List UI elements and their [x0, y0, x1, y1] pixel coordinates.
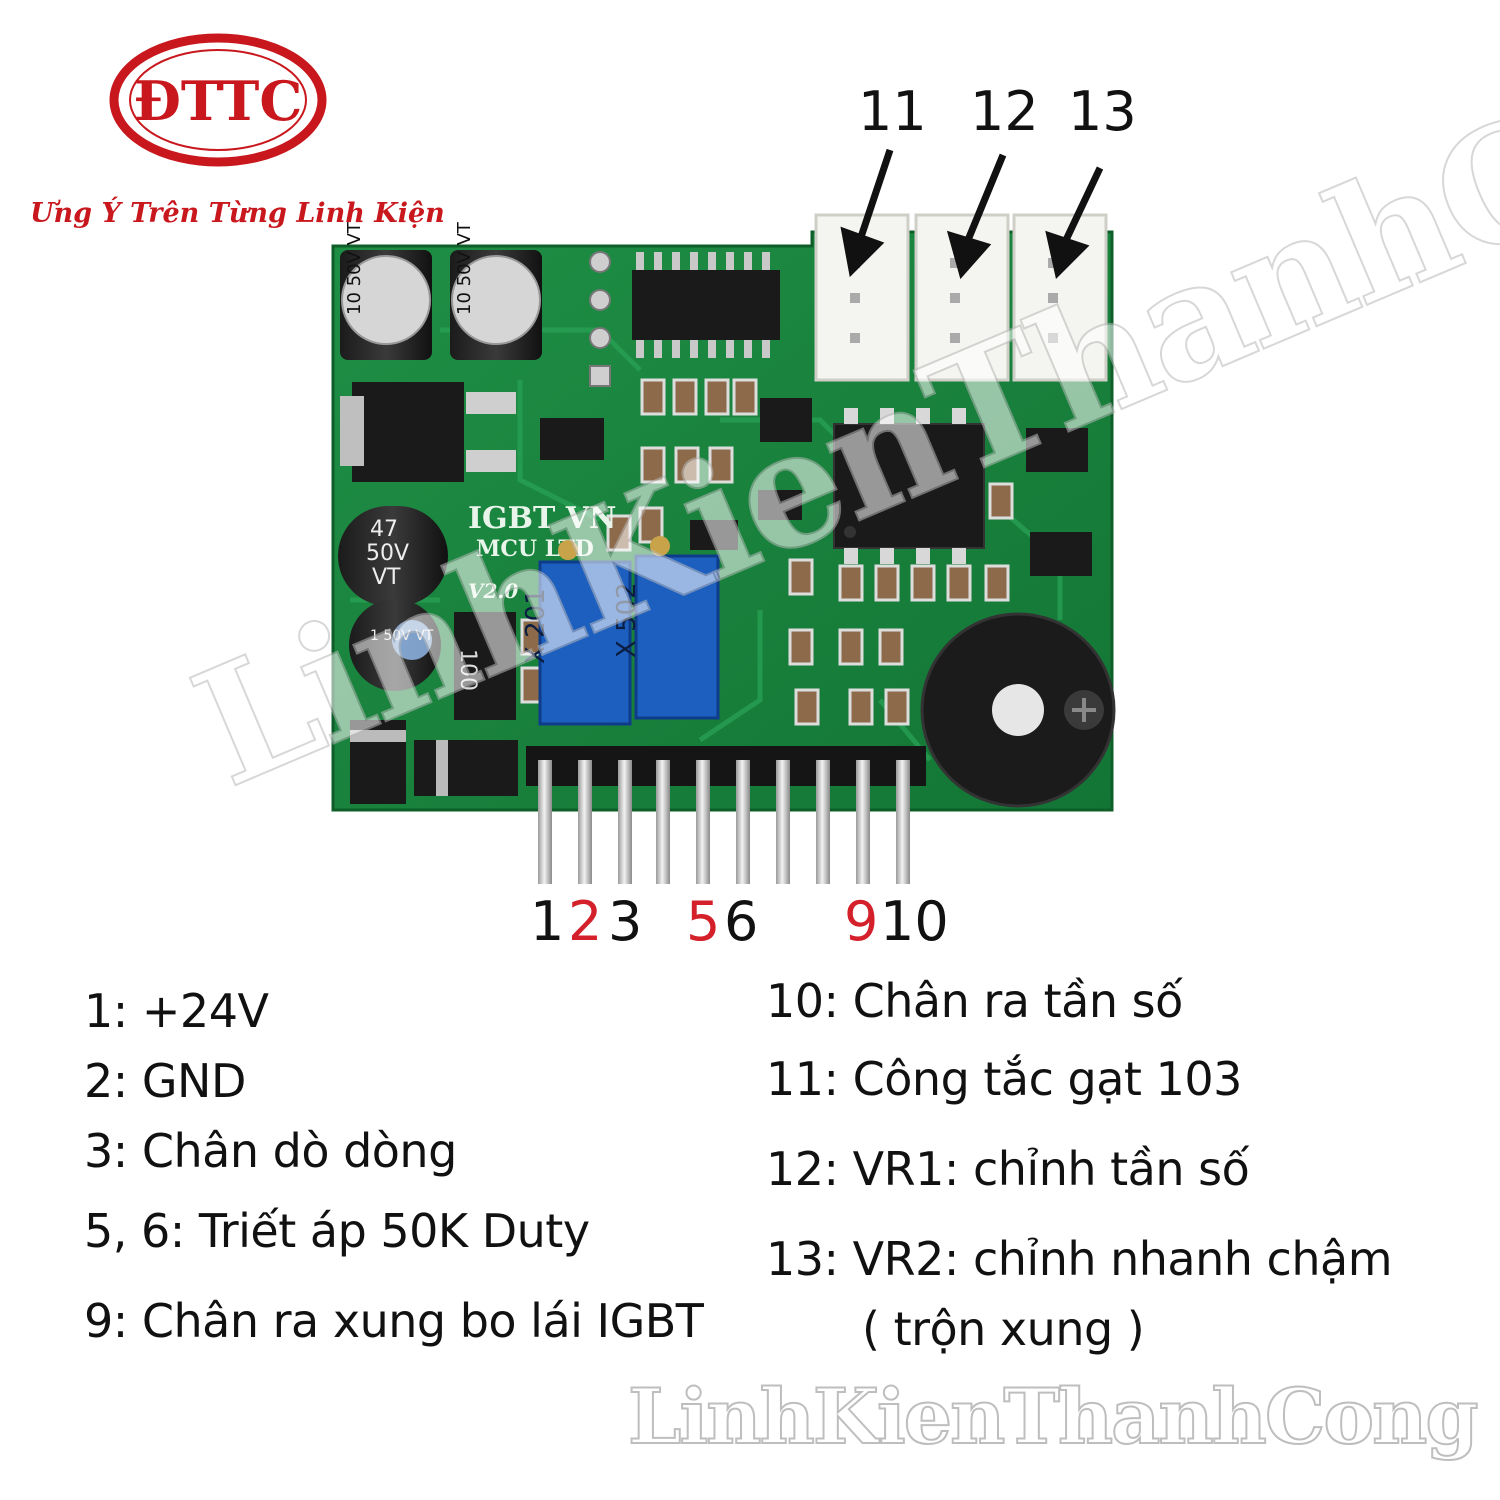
silk-brand: IGBT VN [468, 501, 616, 536]
connector-label-12: 12 [970, 80, 1039, 143]
header-pins [526, 746, 926, 884]
pin-label-9: 9 [844, 890, 879, 953]
legend-pin-11: 11: Công tắc gạt 103 [766, 1052, 1242, 1106]
trimmer-2-label: X 502 [612, 582, 642, 658]
logo-tagline: Ưng Ý Trên Từng Linh Kiện [30, 198, 445, 229]
logo-text: ĐTTC [134, 69, 303, 133]
connector-label-13: 13 [1068, 80, 1137, 143]
legend-pin-1: 1: +24V [84, 984, 269, 1038]
svg-text:47: 47 [370, 517, 398, 542]
svg-text:1 50V VT: 1 50V VT [370, 628, 434, 644]
pin-label-5: 5 [686, 890, 721, 953]
legend-pin-12: 12: VR1: chỉnh tần số [766, 1142, 1250, 1196]
trimmer-1-label: X 201 [521, 588, 551, 664]
resistor-label: 100 [455, 649, 480, 691]
legend-pin-2: 2: GND [84, 1054, 246, 1108]
watermark-bottom: LinhKienThanhCong [627, 1371, 1479, 1462]
pin-label-6: 6 [724, 890, 759, 953]
legend-pin-5-6: 5, 6: Triết áp 50K Duty [84, 1204, 590, 1258]
connector-arrows [840, 148, 1104, 280]
pin-label-10: 10 [880, 890, 949, 953]
pin-label-3: 3 [608, 890, 643, 953]
pin-label-1: 1 [530, 890, 565, 953]
connector-label-11: 11 [858, 80, 927, 143]
pcb-board: 10 50V VT 10 50V VT IGBT V [331, 148, 1116, 884]
legend-pin-9: 9: Chân ra xung bo lái IGBT [84, 1294, 704, 1348]
legend-pin-3: 3: Chân dò dòng [84, 1124, 457, 1178]
jst-connectors [814, 213, 1108, 382]
pin-label-2: 2 [568, 890, 603, 953]
svg-text:VT: VT [372, 565, 401, 590]
legend-pin-13-note: ( trộn xung ) [862, 1302, 1145, 1356]
capacitors-top [340, 250, 542, 360]
svg-text:10 50V VT: 10 50V VT [344, 221, 365, 315]
svg-text:50V: 50V [366, 541, 409, 566]
legend-pin-13: 13: VR2: chỉnh nhanh chậm [766, 1232, 1393, 1286]
svg-text:10 50V VT: 10 50V VT [454, 221, 475, 315]
brand-logo: ĐTTC [109, 33, 327, 167]
legend-pin-10: 10: Chân ra tần số [766, 974, 1183, 1028]
silk-version: V2.0 [468, 579, 518, 603]
